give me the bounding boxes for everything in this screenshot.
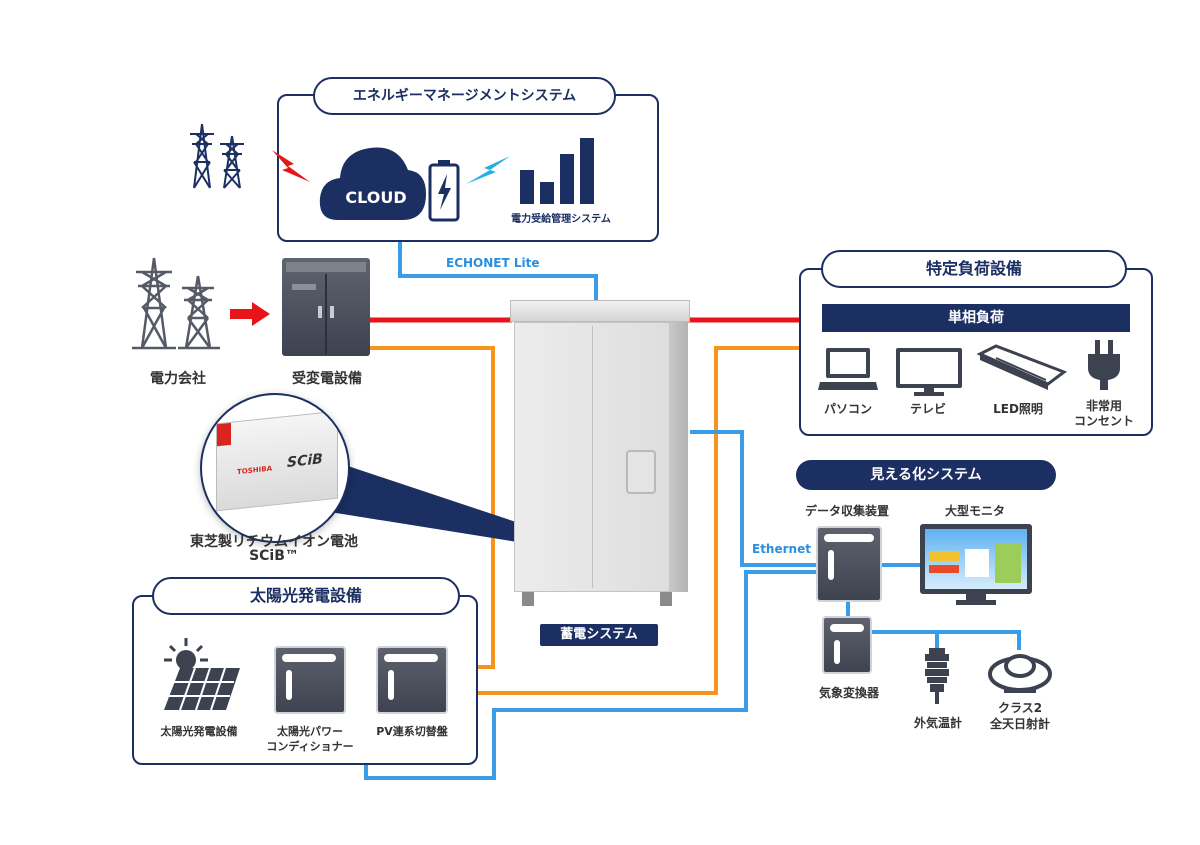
pv-switchboard [376, 646, 448, 714]
scib-logo: SCiB [287, 451, 323, 471]
mgmt-system-label: 電力受給管理システム [511, 214, 611, 225]
power-company-tower-icon [132, 257, 220, 350]
ethernet-label: Ethernet [752, 542, 811, 556]
single-phase-bar: 単相負荷 [822, 304, 1130, 332]
ethernet-line-pcs [364, 570, 818, 780]
thermometer-icon [925, 648, 949, 704]
tv-icon [896, 348, 962, 396]
substation-cabinet [282, 258, 370, 356]
storage-label: 蓄電システム [540, 624, 658, 646]
cloud-icon [319, 147, 426, 220]
ems-title: エネルギーマネージメントシステム [313, 77, 616, 115]
echonet-line [398, 228, 598, 300]
line-weather-sensors [870, 630, 1021, 650]
transmission-tower-icon [190, 123, 244, 189]
pyranometer-label-2: 全天日射計 [989, 717, 1050, 731]
sun-icon [164, 638, 208, 670]
visualization-title: 見える化システム [796, 460, 1056, 490]
lightning-blue-icon [466, 156, 510, 184]
bar-chart-icon [520, 138, 594, 204]
lightning-red-icon [272, 150, 310, 182]
data-collector-device [816, 526, 882, 602]
pv-switch-label: PV連系切替盤 [376, 725, 448, 738]
battery-caption-line2: SCiB™ [249, 548, 299, 564]
storage-cabinet [510, 300, 690, 606]
weather-converter-label: 気象変換器 [818, 686, 879, 700]
monitor-stand [966, 594, 986, 600]
load-item-label-tv: テレビ [909, 402, 946, 416]
scib-zoom-circle: TOSHIBA SCiB [200, 393, 350, 543]
pyranometer-label-1: クラス2 [997, 701, 1043, 715]
cloud-label: CLOUD [345, 188, 407, 207]
solar-panel-label: 太陽光発電設備 [160, 725, 238, 738]
ethernet-line-storage [690, 430, 818, 567]
power-conditioner [274, 646, 346, 714]
substation-label: 受変電設備 [292, 371, 362, 387]
arrow-right-icon [230, 302, 270, 326]
monitor-base [956, 600, 996, 605]
power-company-label: 電力会社 [150, 371, 206, 387]
battery-caption-line1: 東芝製リチウムイオン電池 [190, 534, 358, 550]
led-light-icon [976, 344, 1068, 390]
load-item-label-laptop: パソコン [823, 402, 872, 416]
load-item-label-outlet-2: コンセント [1073, 414, 1134, 428]
load-item-label-led: LED照明 [993, 402, 1043, 416]
solar-title: 太陽光発電設備 [152, 577, 460, 615]
battery-icon [428, 160, 460, 222]
orange-line-switch-load [452, 346, 800, 695]
pcs-label-1: 太陽光パワー [277, 725, 343, 738]
monitor-screen [925, 529, 1027, 589]
thermometer-label: 外気温計 [913, 716, 962, 730]
solar-panel-icon [164, 667, 240, 711]
large-monitor [920, 524, 1032, 594]
pyranometer-icon [988, 654, 1052, 693]
load-item-label-outlet-1: 非常用 [1085, 399, 1122, 413]
monitor-label: 大型モニタ [944, 504, 1005, 518]
pcs-label-2: コンディショナー [266, 740, 354, 753]
collector-label: データ収集装置 [804, 504, 889, 518]
plug-icon [1088, 340, 1120, 390]
specific-load-title: 特定負荷設備 [821, 250, 1127, 288]
toshiba-logo: TOSHIBA [237, 464, 272, 477]
weather-converter [822, 616, 872, 674]
laptop-icon [818, 348, 878, 390]
echonet-label: ECHONET Lite [446, 256, 540, 270]
